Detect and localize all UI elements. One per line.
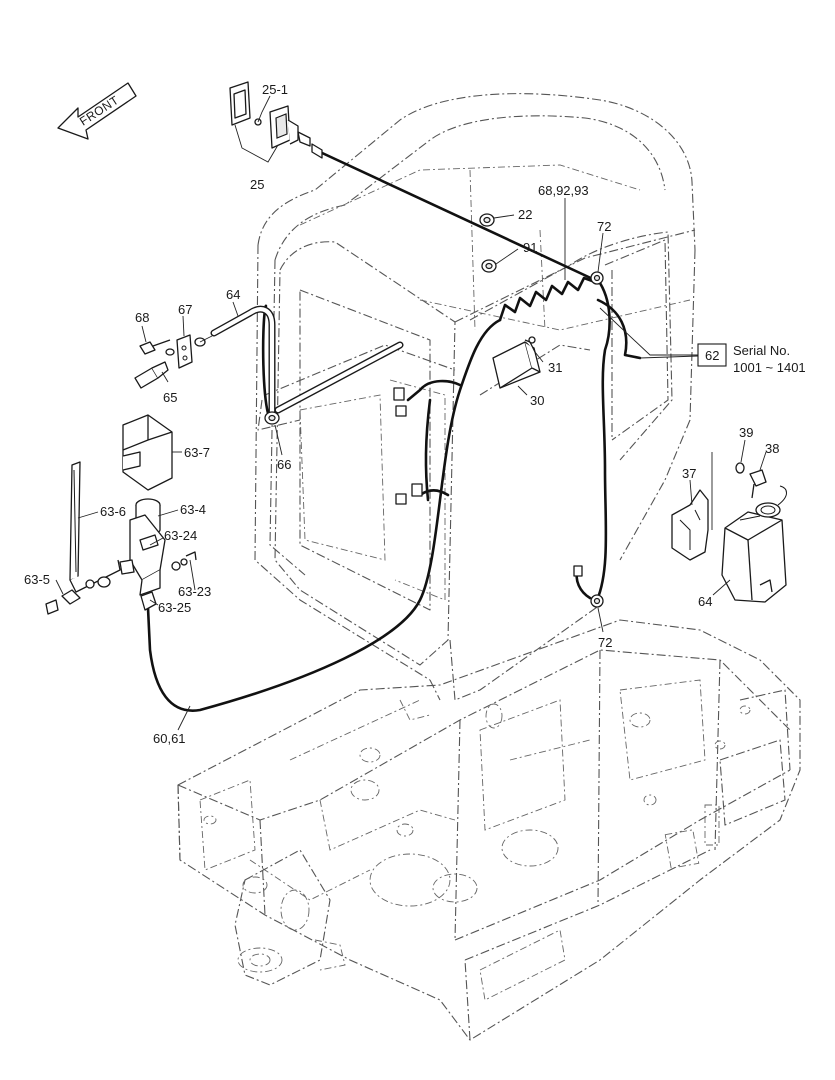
connectors: [393, 387, 583, 577]
cab-outline: [254, 93, 696, 701]
serial-note: 62 Serial No. 1001 ~ 1401: [697, 343, 806, 375]
washer-hose: [210, 305, 404, 416]
callout-63-5: 63-5: [24, 572, 50, 587]
serial-label: Serial No.: [733, 343, 790, 358]
callout-22: 22: [518, 207, 532, 222]
relay-bracket: [492, 341, 541, 389]
callout-25-1: 25-1: [262, 82, 288, 97]
callout-68-92-93: 68,92,93: [538, 183, 589, 198]
callout-72-bottom: 72: [598, 635, 612, 650]
grommet-91: [481, 259, 497, 273]
callout-labels: 25-1 25 68,92,93 22 91 72 64 67 68 65 31…: [24, 82, 779, 746]
callout-25: 25: [250, 177, 264, 192]
bolt-38: [749, 469, 767, 499]
callout-30: 30: [530, 393, 544, 408]
grommet-22: [479, 213, 495, 227]
washer-39: [735, 462, 745, 474]
bolt-31: [524, 336, 536, 353]
callout-38: 38: [765, 441, 779, 456]
switch-body: [254, 105, 323, 159]
callout-68: 68: [135, 310, 149, 325]
callout-66: 66: [277, 457, 291, 472]
motor-cover: [122, 414, 173, 491]
callout-64-tank: 64: [698, 594, 712, 609]
nozzle-bracket: [176, 334, 193, 369]
callout-63-6: 63-6: [100, 504, 126, 519]
washers-63-23-24: [45, 551, 197, 615]
front-arrow: FRONT: [57, 82, 137, 140]
callout-63-25: 63-25: [158, 600, 191, 615]
nozzle-65: [134, 361, 169, 389]
callout-37: 37: [682, 466, 696, 481]
callout-39: 39: [739, 425, 753, 440]
grommet-72-top: [590, 271, 604, 285]
screw-68: [139, 339, 171, 355]
callout-62: 62: [705, 348, 719, 363]
callout-91: 91: [523, 240, 537, 255]
base-frame: [177, 619, 801, 1041]
grommet-72-bottom: [590, 594, 604, 608]
serial-range: 1001 ~ 1401: [733, 360, 806, 375]
callout-63-7: 63-7: [184, 445, 210, 460]
washer-tank: [721, 485, 787, 603]
callout-63-23: 63-23: [178, 584, 211, 599]
callout-67: 67: [178, 302, 192, 317]
callout-65: 65: [163, 390, 177, 405]
callout-64-hose: 64: [226, 287, 240, 302]
wiper-motor: [119, 498, 166, 596]
wiring-harness: [146, 150, 642, 712]
callout-63-24: 63-24: [164, 528, 197, 543]
callout-31: 31: [548, 360, 562, 375]
grommet-66: [264, 411, 280, 425]
connector-63-25: [140, 591, 157, 611]
callout-63-4: 63-4: [180, 502, 206, 517]
callout-60-61: 60,61: [153, 731, 186, 746]
switch-cover: [229, 81, 251, 126]
tank-bracket: [671, 489, 709, 561]
leader-lines: [55, 95, 767, 731]
callout-72-top: 72: [597, 219, 611, 234]
